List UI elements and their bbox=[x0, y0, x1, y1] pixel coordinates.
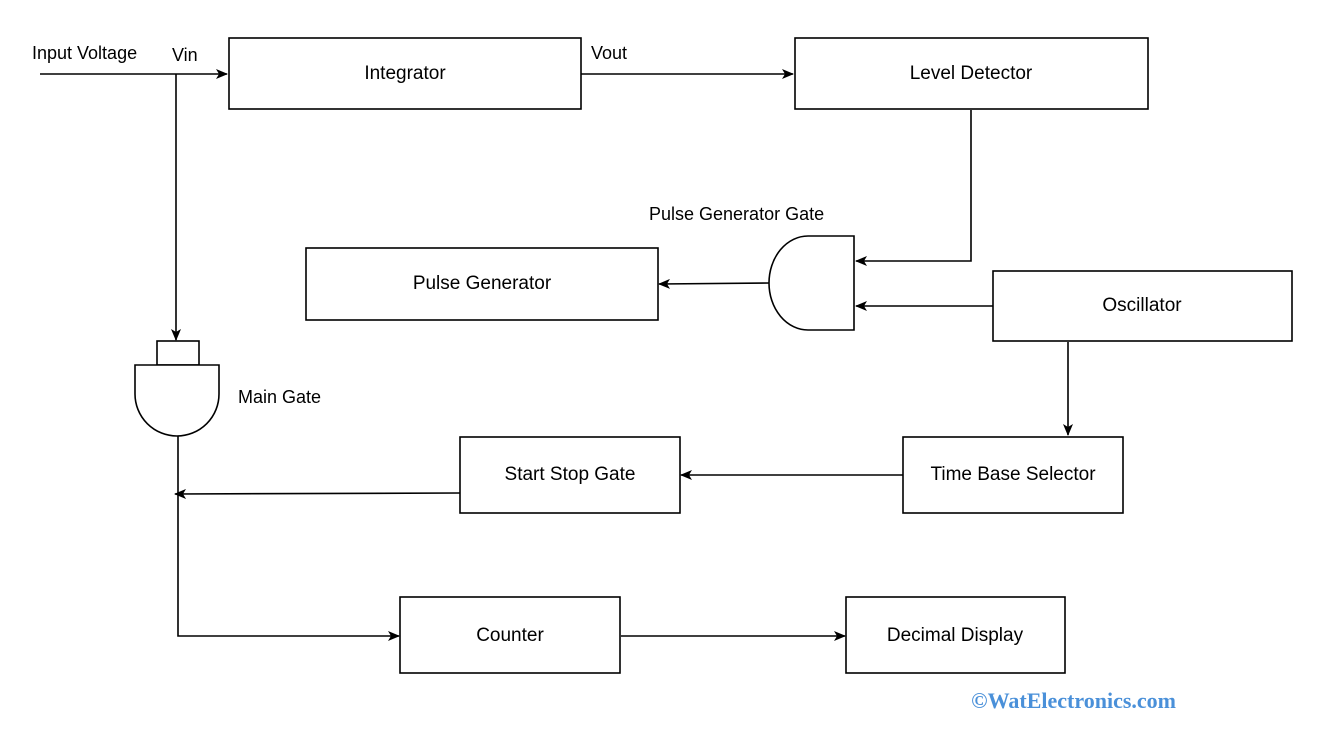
start-stop-gate-label: Start Stop Gate bbox=[505, 464, 636, 485]
main-gate-top-tab bbox=[156, 340, 200, 366]
wire-pulse-gate-to-pulse-generator bbox=[658, 278, 771, 289]
oscillator-label: Oscillator bbox=[1102, 295, 1182, 316]
block-pulse-generator: Pulse Generator bbox=[305, 247, 659, 321]
vin-label: Vin bbox=[172, 45, 198, 65]
block-oscillator: Oscillator bbox=[992, 270, 1293, 342]
pulse-generator-gate-label: Pulse Generator Gate bbox=[649, 204, 824, 224]
watermark-text: ©WatElectronics.com bbox=[971, 688, 1176, 713]
vout-label: Vout bbox=[591, 43, 627, 63]
block-decimal-display: Decimal Display bbox=[845, 596, 1066, 674]
and-gate-icon bbox=[768, 235, 855, 331]
counter-label: Counter bbox=[476, 625, 544, 646]
integrator-label: Integrator bbox=[364, 63, 446, 84]
wire-start-stop-gate-to-main-output bbox=[174, 488, 461, 499]
block-integrator: Integrator bbox=[228, 37, 582, 110]
time-base-selector-label: Time Base Selector bbox=[930, 464, 1096, 485]
main-gate-and-icon bbox=[134, 364, 220, 437]
wire-level-detector-to-pulse-gate bbox=[855, 110, 972, 266]
block-time-base-selector: Time Base Selector bbox=[902, 436, 1124, 514]
pulse-generator-gate bbox=[768, 235, 855, 331]
pulse-generator-label: Pulse Generator bbox=[413, 273, 552, 294]
block-start-stop-gate: Start Stop Gate bbox=[459, 436, 681, 514]
wire-main-gate-to-counter bbox=[177, 436, 400, 641]
main-gate-label: Main Gate bbox=[238, 387, 321, 407]
block-counter: Counter bbox=[399, 596, 621, 674]
decimal-display-label: Decimal Display bbox=[887, 625, 1024, 646]
connectors bbox=[40, 69, 1073, 641]
input-voltage-label: Input Voltage bbox=[32, 43, 137, 63]
block-level-detector: Level Detector bbox=[794, 37, 1149, 110]
main-gate bbox=[134, 340, 220, 437]
level-detector-label: Level Detector bbox=[910, 63, 1033, 84]
